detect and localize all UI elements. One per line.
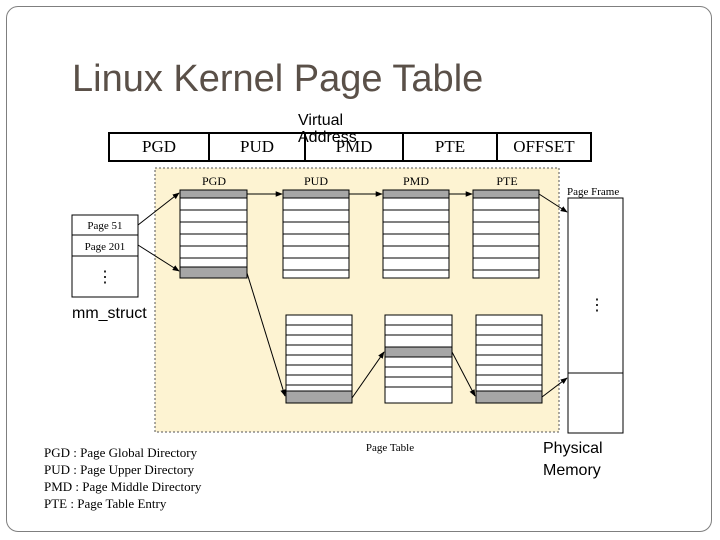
mm-struct-entry-page201: Page 201 xyxy=(85,241,126,253)
pmd-table-label: PMD xyxy=(403,174,429,188)
pte-table-label: PTE xyxy=(496,174,517,188)
pud-table-bottom xyxy=(285,314,353,404)
va-field-pmd: PMD xyxy=(306,134,404,160)
slide-title: Linux Kernel Page Table xyxy=(72,58,484,100)
abbrev-pmd: PMD : Page Middle Directory xyxy=(44,479,202,494)
pte-table-bottom xyxy=(475,314,543,404)
physical-memory-line1: Physical xyxy=(543,440,603,457)
page-frame-ellipsis: ⋮ xyxy=(589,297,605,314)
pte-table-top xyxy=(472,189,540,279)
pgd-table-label: PGD xyxy=(202,174,226,188)
abbreviation-legend: PGD : Page Global Directory PUD : Page U… xyxy=(44,444,201,512)
abbrev-pgd: PGD : Page Global Directory xyxy=(44,445,198,460)
virtual-address-label: Virtual Address xyxy=(298,112,368,146)
pud-table-top xyxy=(282,189,350,279)
virtual-address-bar: PGD PUD PMD PTE OFFSET xyxy=(108,132,592,162)
va-field-offset: OFFSET xyxy=(513,137,575,156)
physical-memory-line2: Memory xyxy=(543,462,601,479)
pud-table-label: PUD xyxy=(304,174,328,188)
pmd-table-top xyxy=(382,189,450,279)
va-field-pgd: PGD xyxy=(110,134,210,160)
page-table-label: Page Table xyxy=(366,442,414,454)
mm-struct-entry-page51: Page 51 xyxy=(87,220,122,232)
pgd-table-top xyxy=(179,189,248,279)
va-field-pte: PTE xyxy=(404,134,498,160)
mm-struct-box: Page 51 Page 201 ⋮ xyxy=(71,214,139,298)
virtual-address-label-text: Virtual Address xyxy=(298,112,357,146)
va-field-pud: PUD xyxy=(210,134,306,160)
pmd-table-bottom xyxy=(384,314,453,404)
mm-struct-label: mm_struct xyxy=(72,305,149,323)
mm-struct-ellipsis: ⋮ xyxy=(97,269,113,286)
page-frame-label: Page Frame xyxy=(567,186,619,198)
abbrev-pte: PTE : Page Table Entry xyxy=(44,496,167,511)
page-frame-box: Page Frame ⋮ xyxy=(567,186,624,434)
abbrev-pud: PUD : Page Upper Directory xyxy=(44,462,195,477)
physical-memory-label: Physical Memory xyxy=(543,438,603,482)
pointer-arrows xyxy=(137,191,568,399)
